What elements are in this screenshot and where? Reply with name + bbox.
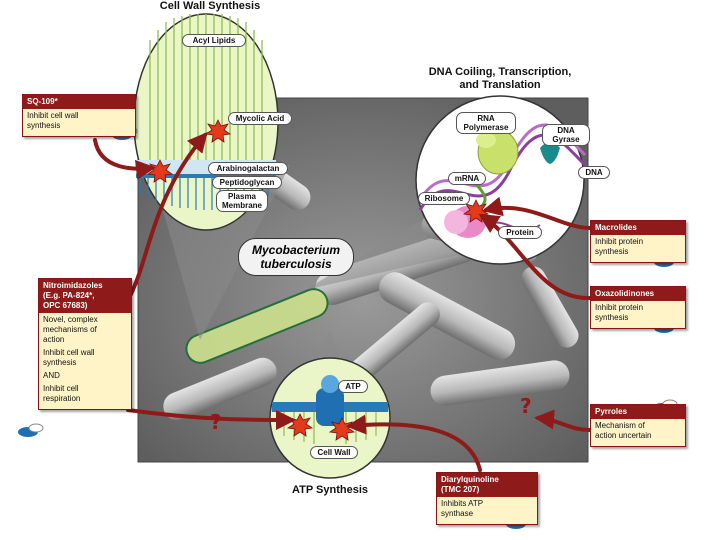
- organism-label: Mycobacterium tuberculosis: [238, 238, 354, 276]
- drug-title: Oxazolidinones: [591, 287, 685, 301]
- unknown-mechanism-mark: ?: [210, 410, 222, 434]
- drug-title-line: Nitroimidazoles: [43, 281, 103, 290]
- drug-arrows: [93, 131, 592, 472]
- drug-title: Macrolides: [591, 221, 685, 235]
- acyl-lipids-label: Acyl Lipids: [182, 34, 246, 47]
- drug-box-oxazolidinones: Oxazolidinones Inhibit protein synthesis: [590, 286, 686, 329]
- dna-gyrase-label: DNA Gyrase: [542, 124, 590, 146]
- organism-species: tuberculosis: [260, 257, 332, 271]
- drug-effect-line: Inhibit protein: [595, 237, 644, 246]
- arabinogalactan-label: Arabinogalactan: [208, 162, 288, 175]
- unknown-mechanism-mark: ?: [520, 394, 532, 418]
- drug-effect-line: action: [43, 335, 65, 344]
- drug-effect-line: Inhibit protein: [595, 303, 644, 312]
- drug-box-pyrroles: Pyrroles Mechanism of action uncertain: [590, 404, 686, 447]
- drug-box-sq109: SQ-109* Inhibit cell wall synthesis: [22, 94, 136, 137]
- ribosome-label: Ribosome: [418, 192, 470, 205]
- dna-label: DNA: [578, 166, 610, 179]
- drug-effect-line: Inhibit cell: [43, 384, 79, 393]
- rna-polymerase-line2: Polymerase: [463, 123, 509, 132]
- mycolic-acid-label: Mycolic Acid: [228, 112, 292, 125]
- drug-effect-line: Inhibit cell wall: [43, 348, 95, 357]
- drug-title-line: (TMC 207): [441, 485, 480, 494]
- dna-heading-line1: DNA Coiling, Transcription,: [428, 66, 572, 78]
- dna-heading-line2: and Translation: [459, 79, 541, 91]
- drug-effect-line: synthesis: [595, 247, 629, 256]
- drug-title-line: (E.g. PA-824*,: [43, 291, 95, 300]
- protein-label: Protein: [498, 226, 542, 239]
- drug-effect-line: synthesis: [27, 121, 61, 130]
- drug-effect-line: synthesis: [43, 358, 77, 367]
- drug-effect-line: synthesis: [595, 313, 629, 322]
- drug-title: Pyrroles: [591, 405, 685, 419]
- highlighted-bacterium: [185, 288, 329, 364]
- drug-effect-line: synthase: [441, 509, 474, 518]
- drug-title: Diarylquinoline (TMC 207): [437, 473, 537, 497]
- dna-gyrase-line2: Gyrase: [552, 135, 580, 144]
- cell-wall-heading: Cell Wall Synthesis: [159, 0, 261, 12]
- atp-cell-wall-label: Cell Wall: [310, 446, 358, 459]
- atp-label: ATP: [338, 380, 368, 393]
- peptidoglycan-label: Peptidoglycan: [212, 176, 282, 189]
- drug-box-nitroimidazoles: Nitroimidazoles (E.g. PA-824*, OPC 67683…: [38, 278, 132, 410]
- drug-effect-line: Inhibits ATP: [441, 499, 484, 508]
- drug-box-diarylquinoline: Diarylquinoline (TMC 207) Inhibits ATP s…: [436, 472, 538, 525]
- drug-effect-line: Novel, complex: [43, 315, 98, 324]
- dna-gyrase-line1: DNA: [557, 126, 575, 135]
- plasma-membrane-label: Plasma Membrane: [216, 190, 268, 212]
- rna-polymerase-label: RNA Polymerase: [456, 112, 516, 134]
- drug-title-line: OPC 67683): [43, 301, 88, 310]
- pill-icon: [18, 423, 44, 437]
- drug-title: Nitroimidazoles (E.g. PA-824*, OPC 67683…: [39, 279, 131, 313]
- organism-genus: Mycobacterium: [251, 243, 341, 257]
- drug-effect-line: action uncertain: [595, 431, 652, 440]
- drug-effect-line: mechanisms of: [43, 325, 97, 334]
- drug-title: SQ-109*: [23, 95, 135, 109]
- drug-title-line: Diarylquinoline: [441, 475, 499, 484]
- drug-box-macrolides: Macrolides Inhibit protein synthesis: [590, 220, 686, 263]
- drug-effect-line: Mechanism of: [595, 421, 645, 430]
- drug-effect-and: AND: [43, 371, 60, 380]
- mrna-label: mRNA: [448, 172, 486, 185]
- atp-heading: ATP Synthesis: [291, 484, 368, 496]
- drug-effect-line: respiration: [43, 394, 81, 403]
- drug-effect-line: Inhibit cell wall: [27, 111, 79, 120]
- rna-polymerase-line1: RNA: [477, 114, 495, 123]
